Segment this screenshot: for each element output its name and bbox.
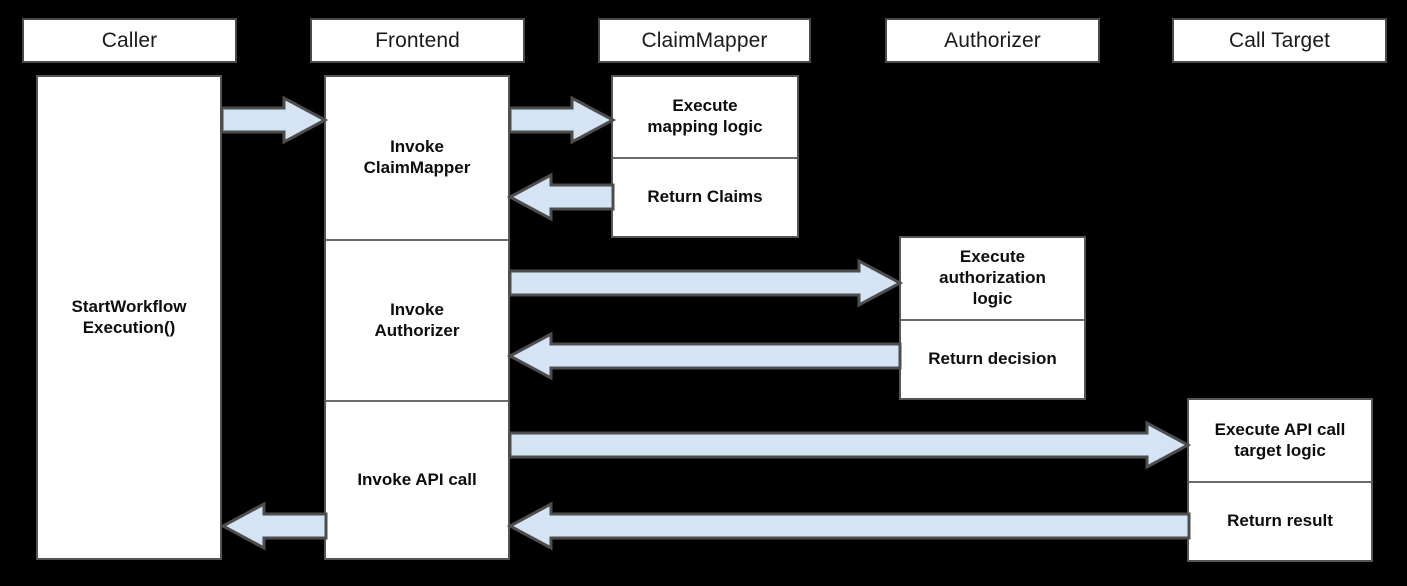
- message-arrow-calltarget-to-frontend: [506, 501, 1191, 551]
- lifeline-label: Frontend: [375, 28, 460, 52]
- activation-segment-return-claims: Return Claims: [613, 157, 797, 236]
- message-arrow-frontend-to-calltarget: [508, 420, 1192, 470]
- activation-frontend: Invoke ClaimMapper Invoke Authorizer Inv…: [324, 75, 510, 560]
- activation-segment-invoke-authorizer: Invoke Authorizer: [326, 239, 508, 400]
- activation-caller: StartWorkflow Execution(): [36, 75, 222, 560]
- lifeline-label: Call Target: [1228, 28, 1331, 52]
- lifeline-header-authorizer: Authorizer: [885, 18, 1100, 63]
- activation-segment-invoke-api-call: Invoke API call: [326, 400, 508, 558]
- activation-segment-execute-authorization-logic: Execute authorization logic: [939, 247, 1046, 308]
- activation-segment-execute-api-call-target-logic: Execute API call target logic: [1214, 419, 1346, 460]
- lifeline-header-claimmapper: ClaimMapper: [598, 18, 811, 63]
- activation-claimmapper: Execute mapping logic Return Claims: [611, 75, 799, 238]
- message-arrow-caller-to-frontend: [220, 95, 329, 145]
- activation-segment-return-result: Return result: [1189, 481, 1371, 560]
- lifeline-header-caller: Caller: [22, 18, 237, 63]
- lifeline-label: Authorizer: [944, 28, 1041, 52]
- activation-segment-return-decision: Return decision: [901, 319, 1084, 398]
- activation-segment-execute-mapping-logic: Execute mapping logic: [647, 96, 763, 136]
- message-arrow-frontend-to-claimmapper: [508, 95, 617, 145]
- lifeline-header-calltarget: Call Target: [1172, 18, 1387, 63]
- activation-authorizer: Execute authorization logic Return decis…: [899, 236, 1086, 400]
- message-arrow-claimmapper-to-frontend: [506, 172, 615, 222]
- message-arrow-frontend-to-authorizer: [508, 258, 904, 308]
- activation-segment-invoke-claimmapper: Invoke ClaimMapper: [363, 137, 471, 177]
- lifeline-label: Caller: [101, 28, 158, 52]
- message-arrow-frontend-to-caller: [219, 501, 328, 551]
- activation-calltarget: Execute API call target logic Return res…: [1187, 398, 1373, 562]
- lifeline-label: ClaimMapper: [641, 28, 768, 52]
- activation-segment-start-workflow-execution: StartWorkflow Execution(): [71, 296, 187, 337]
- lifeline-header-frontend: Frontend: [310, 18, 525, 63]
- message-arrow-authorizer-to-frontend: [506, 331, 902, 381]
